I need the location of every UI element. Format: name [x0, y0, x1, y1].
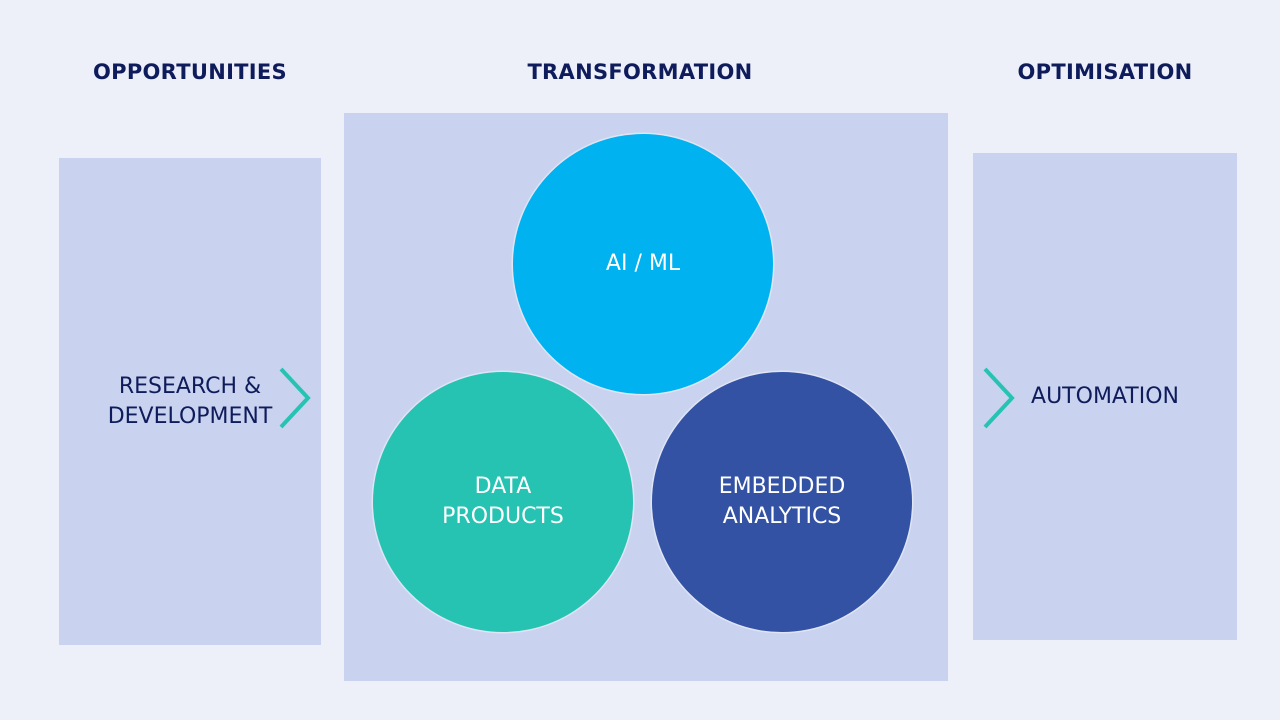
data-products-circle: DATA PRODUCTS	[373, 372, 633, 632]
label-line: ANALYTICS	[722, 504, 842, 529]
label-line: RESEARCH &	[118, 374, 262, 399]
ai-ml-label: AI / ML	[605, 251, 681, 276]
label-line: PRODUCTS	[442, 504, 564, 529]
opportunities-heading: OPPORTUNITIES	[93, 60, 287, 84]
label-line: DATA	[474, 474, 532, 499]
optimisation-panel	[973, 153, 1237, 640]
label-line: EMBEDDED	[718, 474, 846, 499]
chevron-right-icon	[279, 367, 311, 429]
optimisation-heading: OPTIMISATION	[1017, 60, 1193, 84]
research-development-label: RESEARCH & DEVELOPMENT	[90, 372, 290, 432]
embedded-analytics-circle: EMBEDDED ANALYTICS	[652, 372, 912, 632]
opportunities-panel	[59, 158, 321, 645]
chevron-right-icon	[983, 367, 1015, 429]
transformation-heading: TRANSFORMATION	[527, 60, 753, 84]
label-line: DEVELOPMENT	[107, 404, 273, 429]
ai-ml-circle: AI / ML	[513, 134, 773, 394]
automation-label: AUTOMATION	[1031, 384, 1179, 409]
